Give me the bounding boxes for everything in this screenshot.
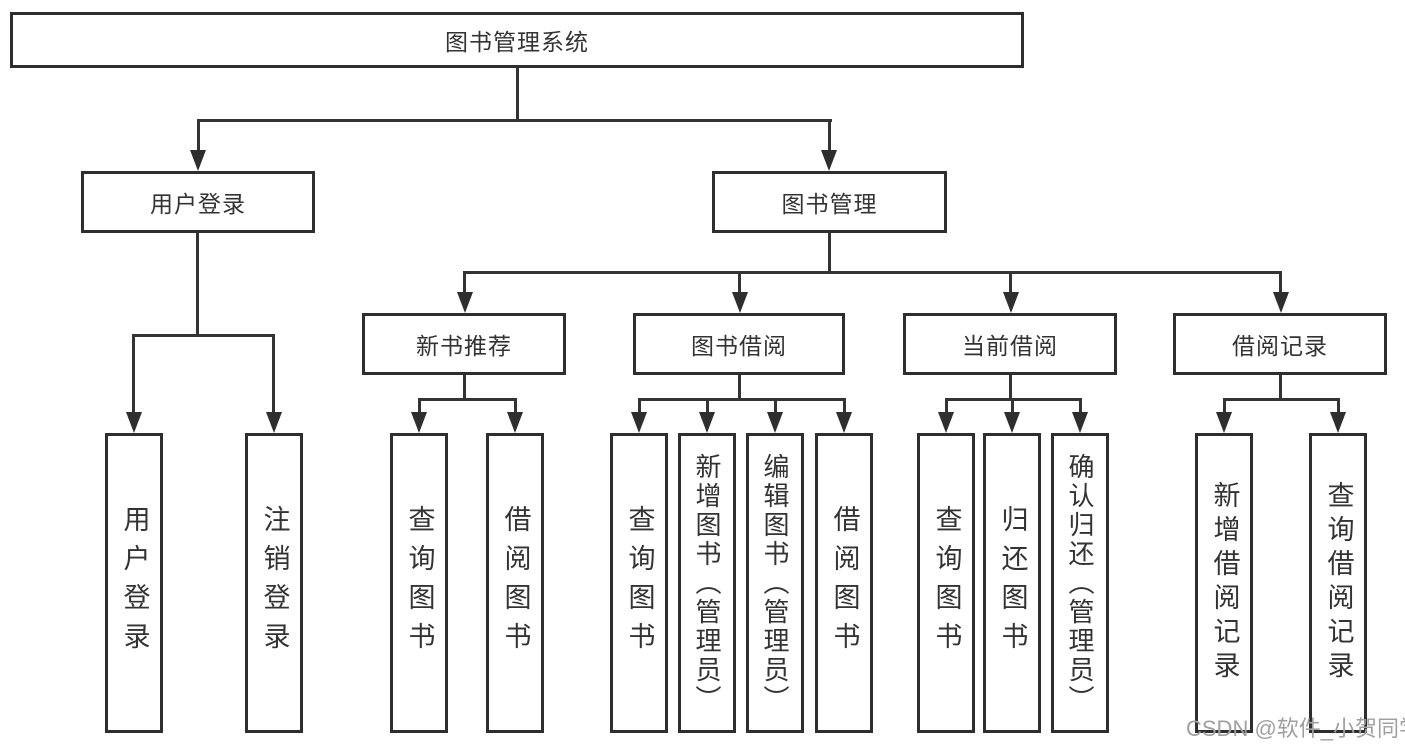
node-label: 确认归还（管理员） [1065,452,1095,714]
node-borrow-records: 借阅记录 [1173,313,1387,375]
arrowhead-down-icon [836,412,852,433]
connector-stem [1009,375,1012,401]
connector-hline [418,398,517,401]
arrowhead-down-icon [457,292,473,313]
leaf-edit-books-admin: 编辑图书（管理员） [746,433,804,733]
node-label: 新增借阅记录 [1209,481,1240,685]
connector-drop-leaf [945,398,948,413]
connector-drop-leaf [132,334,135,413]
arrowhead-down-icon [411,412,427,433]
arrowhead-down-icon [190,150,206,171]
connector-bookmgmt-hline [463,271,1282,274]
node-label: 查询借阅记录 [1323,481,1354,685]
connector-bookmgmt-stem [828,233,831,274]
arrowhead-down-icon [1072,412,1088,433]
node-label: 编辑图书（管理员） [760,452,790,714]
connector-userlogin-stem [196,233,199,337]
node-new-book-recommend: 新书推荐 [362,313,566,375]
leaf-query-books-recommend: 查询图书 [390,433,448,733]
node-current-borrow: 当前借阅 [903,313,1117,375]
connector-drop-leaf [272,334,275,413]
connector-root-stem [516,68,519,121]
connector-drop-user-login [197,119,200,152]
leaf-query-books-current: 查询图书 [917,433,975,733]
connector-userlogin-hline [132,334,275,337]
arrowhead-down-icon [126,412,142,433]
connector-root-hline [197,119,832,122]
leaf-return-books: 归还图书 [983,433,1041,733]
leaf-add-borrow-record: 新增借阅记录 [1195,433,1253,733]
arrowhead-down-icon [699,412,715,433]
connector-hline [638,398,846,401]
arrowhead-down-icon [266,412,282,433]
node-label: 用户登录 [150,191,246,217]
node-label: 新书推荐 [416,333,512,359]
leaf-add-books-admin: 新增图书（管理员） [678,433,736,733]
connector-drop-leaf [774,398,777,413]
arrowhead-down-icon [1330,412,1346,433]
connector-drop-current-borrow [1009,271,1012,294]
node-label: 借阅图书 [500,505,531,661]
connector-drop-leaf [1223,398,1226,413]
leaf-query-books-borrow: 查询图书 [610,433,668,733]
node-label: 借阅图书 [829,505,860,661]
connector-drop-leaf [1079,398,1082,413]
connector-drop-leaf [638,398,641,413]
node-book-management: 图书管理 [712,171,947,233]
leaf-user-login: 用户登录 [105,433,163,733]
node-label: 当前借阅 [962,333,1058,359]
arrowhead-down-icon [732,292,748,313]
leaf-query-borrow-record: 查询借阅记录 [1309,433,1367,733]
node-label: 查询图书 [624,505,655,661]
connector-stem [738,375,741,401]
node-label: 用户登录 [119,505,150,661]
node-label: 借阅记录 [1232,333,1328,359]
arrowhead-down-icon [1003,292,1019,313]
node-label: 图书借阅 [691,333,787,359]
connector-drop-new-book [463,271,466,294]
node-label: 图书管理 [781,191,878,217]
arrowhead-down-icon [938,412,954,433]
leaf-borrow-books: 借阅图书 [815,433,873,733]
connector-drop-book-borrow [738,271,741,294]
connector-drop-book-management [828,119,831,152]
arrowhead-down-icon [767,412,783,433]
connector-drop-leaf [514,398,517,413]
connector-drop-leaf [418,398,421,413]
node-label: 查询图书 [931,505,962,661]
connector-drop-borrow-records [1279,271,1282,294]
node-label: 查询图书 [404,505,435,661]
arrowhead-down-icon [631,412,647,433]
node-user-login: 用户登录 [81,171,315,233]
node-label: 注销登录 [259,505,290,661]
node-book-borrow: 图书借阅 [633,313,845,375]
arrowhead-down-icon [821,150,837,171]
connector-drop-leaf [706,398,709,413]
node-library-management-system: 图书管理系统 [10,12,1024,68]
node-label: 图书管理系统 [445,29,589,55]
node-label: 新增图书（管理员） [692,452,722,714]
connector-stem [463,375,466,401]
connector-drop-leaf [843,398,846,413]
leaf-logout: 注销登录 [245,433,303,733]
csdn-watermark: CSDN @软件_小贺同学 [1186,716,1405,741]
arrowhead-down-icon [1004,412,1020,433]
arrowhead-down-icon [1216,412,1232,433]
connector-hline [1223,398,1340,401]
connector-stem [1279,375,1282,401]
connector-drop-leaf [1337,398,1340,413]
connector-drop-leaf [1011,398,1014,413]
arrowhead-down-icon [1273,292,1289,313]
node-label: 归还图书 [997,505,1028,661]
leaf-borrow-books-recommend: 借阅图书 [486,433,544,733]
arrowhead-down-icon [507,412,523,433]
leaf-confirm-return-admin: 确认归还（管理员） [1051,433,1109,733]
